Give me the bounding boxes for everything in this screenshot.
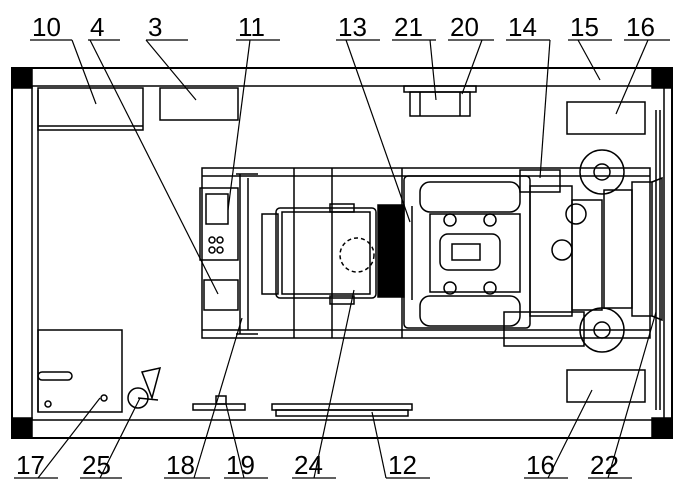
callout-25: 25 xyxy=(82,450,111,480)
alternator-24 xyxy=(261,203,377,305)
component-12 xyxy=(271,403,413,417)
engine-block-13 xyxy=(403,175,531,329)
callout-12: 12 xyxy=(388,450,417,480)
callouts-bottom: 17 25 18 19 24 12 16 22 xyxy=(16,450,619,480)
component-box-10 xyxy=(37,87,144,131)
coupling xyxy=(377,204,405,298)
component-box-3 xyxy=(159,87,239,121)
callout-11: 11 xyxy=(238,12,265,42)
callout-3: 3 xyxy=(148,12,162,42)
callout-14: 14 xyxy=(508,12,537,42)
callout-15: 15 xyxy=(570,12,599,42)
component-box-17 xyxy=(37,329,123,413)
component-box-16-bottom xyxy=(566,369,646,403)
callout-10: 10 xyxy=(32,12,61,42)
callouts-top: 10 4 3 11 13 21 20 14 15 16 xyxy=(32,12,655,42)
callout-16-top: 16 xyxy=(626,12,655,42)
callout-18: 18 xyxy=(166,450,195,480)
enclosure-frame xyxy=(11,67,673,439)
callout-17: 17 xyxy=(16,450,45,480)
component-21 xyxy=(409,91,471,117)
callout-22: 22 xyxy=(590,450,619,480)
callout-4: 4 xyxy=(90,12,104,42)
bracket-18 xyxy=(236,173,258,335)
component-box-4 xyxy=(203,279,239,311)
callout-24: 24 xyxy=(294,450,323,480)
callout-13: 13 xyxy=(338,12,367,42)
callout-20: 20 xyxy=(450,12,479,42)
callout-16-bottom: 16 xyxy=(526,450,555,480)
callout-21: 21 xyxy=(394,12,423,42)
radiator-22 xyxy=(529,176,663,322)
component-19 xyxy=(192,395,246,411)
leader-lines xyxy=(14,39,670,479)
component-box-lower xyxy=(503,311,585,347)
callout-19: 19 xyxy=(226,450,255,480)
control-panel-11 xyxy=(199,187,239,261)
component-box-16-top xyxy=(566,101,646,135)
fan-discs xyxy=(551,149,625,353)
component-25 xyxy=(127,366,162,409)
